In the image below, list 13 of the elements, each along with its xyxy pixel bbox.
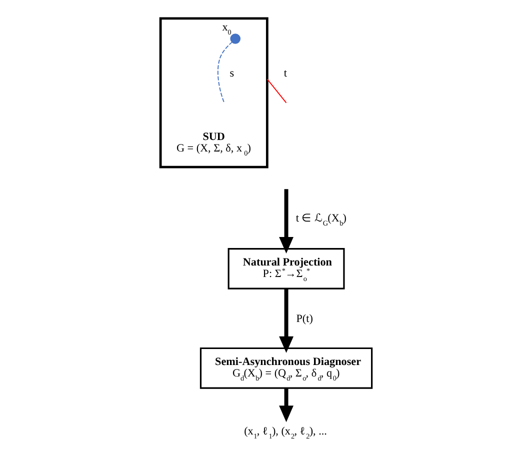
edge-label: s (229, 67, 234, 80)
edge-label: P(t) (296, 312, 312, 325)
arrow (278, 388, 293, 422)
node-box: Semi-Asynchronous Diagnoser G$_{d}$(X$_{b}$) = (Q$_{d}$, Σ$_{o}$, δ$_{d}$, q$_{0}$) (199, 347, 372, 389)
arrow (278, 288, 293, 353)
arrow (278, 189, 293, 254)
connector (216, 41, 232, 104)
edge-label: t ∈ ℒ$_{G}$(X$_{b}$) (295, 212, 346, 228)
edge-label: t (283, 67, 286, 80)
connector (266, 78, 286, 104)
node-circle (230, 34, 240, 44)
node-text: (x$_{1}$, ℓ$_{1}$), (x$_{2}$, ℓ$_{2}$), ... (244, 425, 326, 440)
node-label: x$_{0}$ (222, 22, 231, 37)
